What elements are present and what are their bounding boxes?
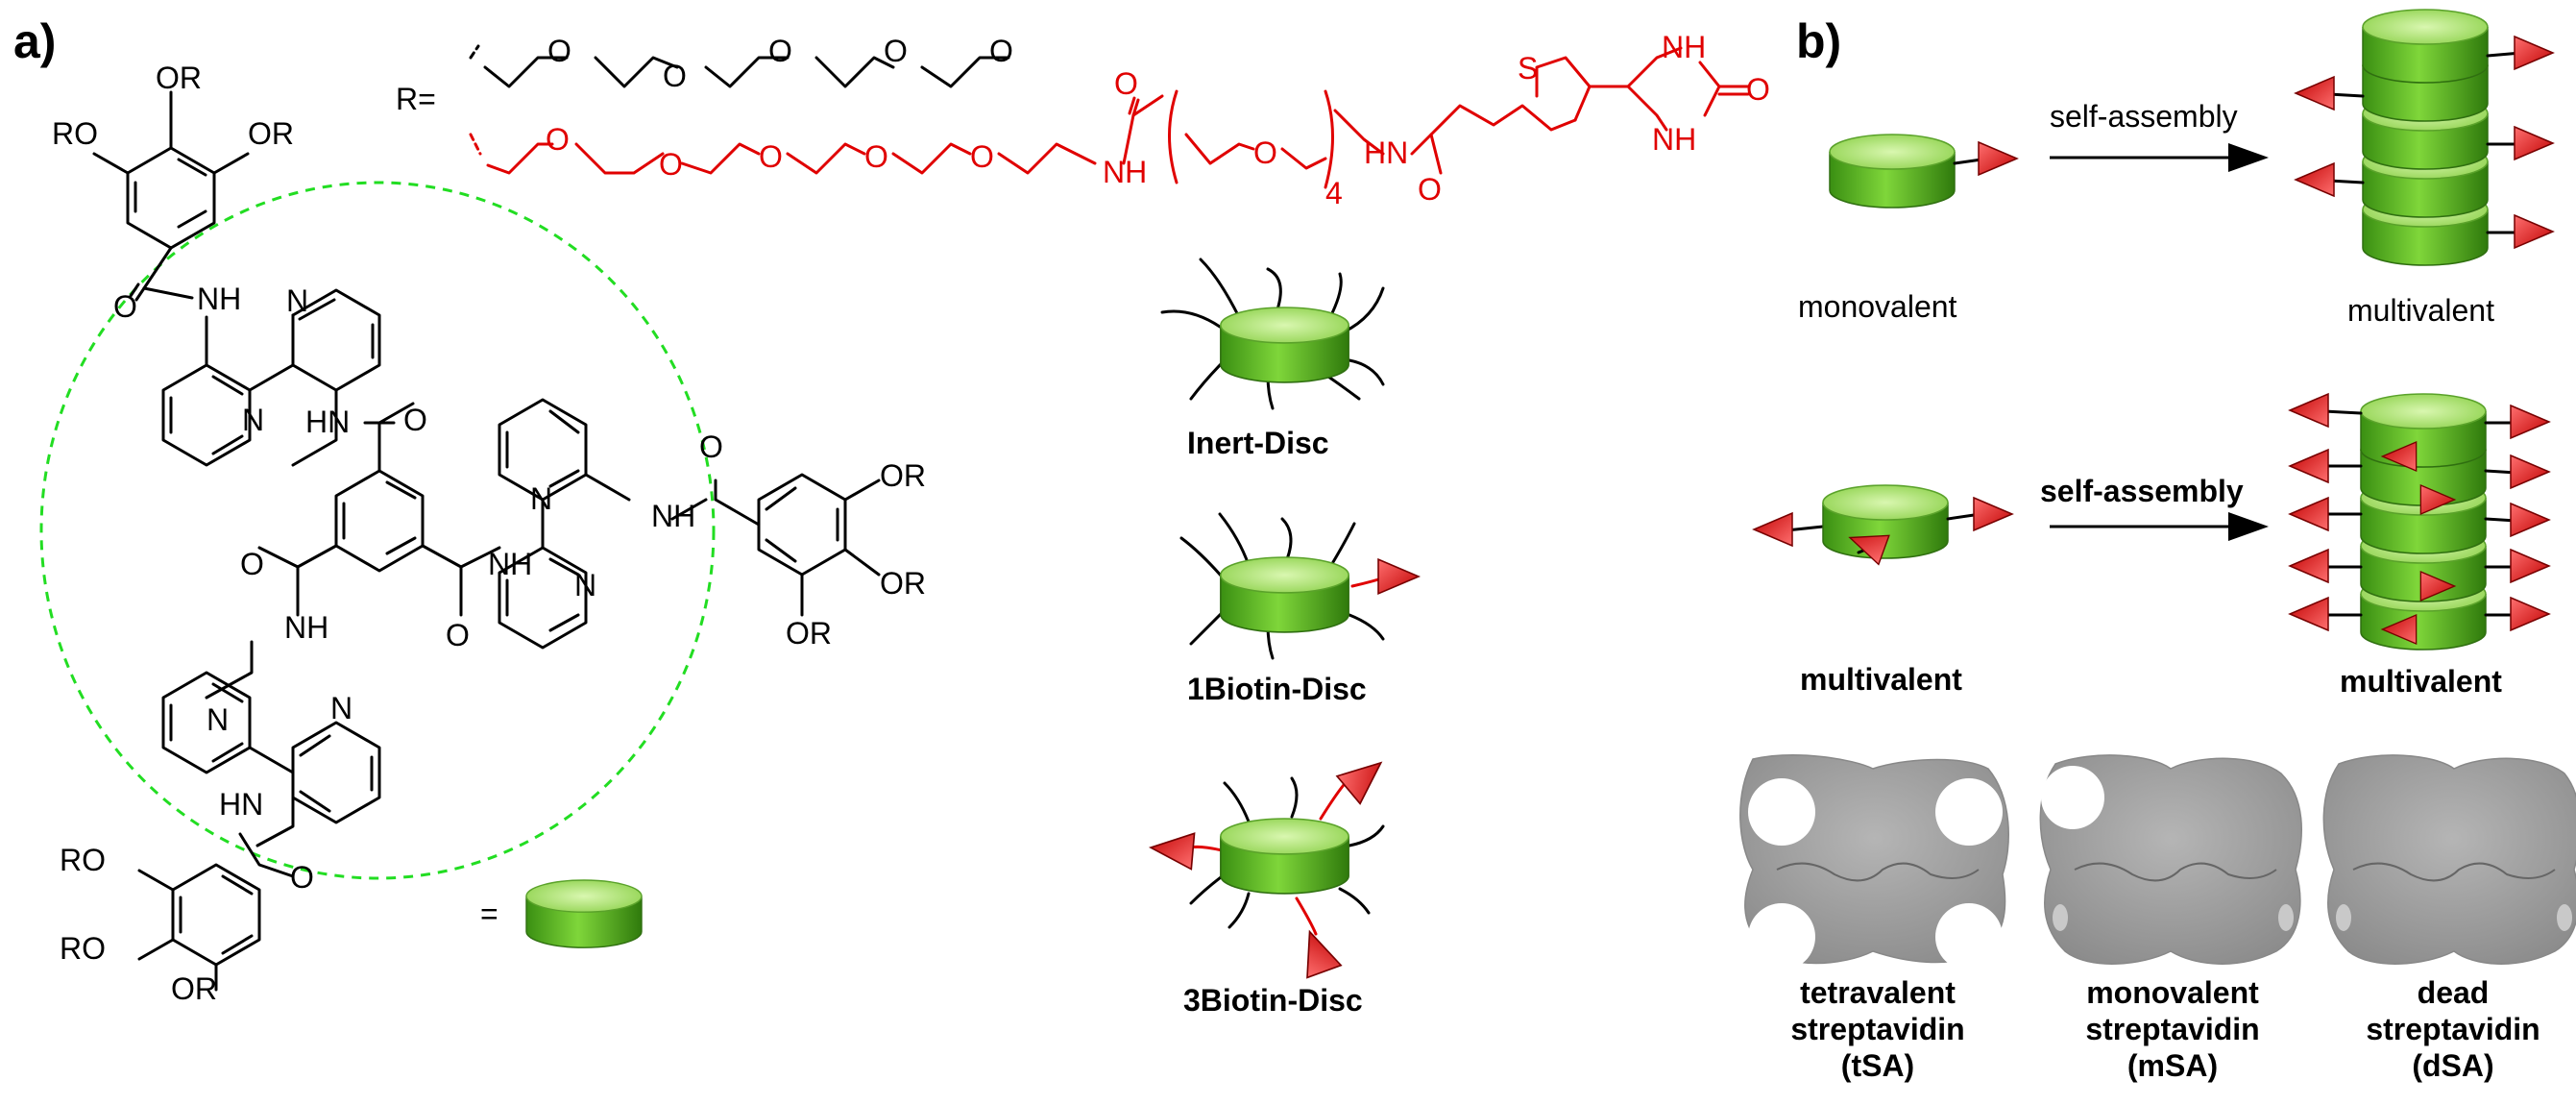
- msa-label: monovalent streptavidin (mSA): [2085, 975, 2259, 1083]
- hn-upper: HN: [305, 405, 350, 439]
- dsa-label-line-1: dead: [2418, 975, 2490, 1010]
- multivalent-label-1: multivalent: [2347, 293, 2494, 328]
- o-red-carbonyl-2: O: [1418, 172, 1442, 207]
- or-right-1: OR: [880, 458, 926, 493]
- o-red-5: O: [970, 139, 994, 174]
- three-biotin-disc-illustration: [1148, 748, 1394, 979]
- multivalent-label-3: multivalent: [2340, 664, 2502, 699]
- one-biotin-disc-illustration: [1179, 512, 1420, 660]
- central-benzene: [257, 402, 501, 617]
- nh-right-center: NH: [488, 547, 532, 581]
- equals-sign: =: [480, 896, 498, 931]
- monovalent-label: monovalent: [1798, 289, 1957, 324]
- multivalent-label-2: multivalent: [1800, 662, 1962, 697]
- one-biotin-disc-label: 1Biotin-Disc: [1187, 672, 1367, 706]
- msa-label-line-3: (mSA): [2127, 1048, 2218, 1083]
- r-peg-chain-black: [469, 44, 1010, 88]
- nh-biotin-bottom: NH: [1652, 122, 1696, 157]
- self-assembly-label-2: self-assembly: [2040, 474, 2244, 508]
- tetravalent-streptavidin-shape: [1739, 754, 2009, 970]
- dsa-label-line-3: (dSA): [2412, 1048, 2493, 1083]
- msa-label-line-2: streptavidin: [2085, 1012, 2259, 1046]
- ro-lower-2: RO: [60, 931, 106, 966]
- or-lower: OR: [171, 971, 217, 1006]
- nh-left-center: NH: [284, 610, 328, 645]
- core-highlight-circle: [39, 181, 716, 880]
- o-red-carbonyl-1: O: [1114, 66, 1138, 101]
- three-biotin-disc-label: 3Biotin-Disc: [1183, 983, 1363, 1018]
- nh-red: NH: [1103, 155, 1147, 189]
- r-biotin-chain-red: [469, 46, 1750, 189]
- n-right-bipy-1: N: [530, 481, 552, 516]
- or-right-3: OR: [786, 616, 832, 651]
- dsa-label-line-2: streptavidin: [2366, 1012, 2540, 1046]
- or-top: OR: [156, 61, 202, 95]
- o-red-4: O: [864, 139, 888, 174]
- o-red-peg: O: [1253, 135, 1277, 170]
- o-peg-2: O: [663, 59, 687, 93]
- lower-bipyridine: [161, 640, 381, 847]
- hn-red: HN: [1364, 135, 1408, 170]
- o-peg-1: O: [547, 34, 571, 68]
- panel-a-label: a): [13, 14, 56, 68]
- or-right-2: OR: [880, 566, 926, 601]
- disc-equivalent: [525, 879, 643, 948]
- top-gallate-group: [92, 90, 250, 302]
- dead-streptavidin-shape: [2322, 754, 2576, 965]
- s-biotin: S: [1518, 51, 1538, 86]
- tsa-label-line-1: tetravalent: [1800, 975, 1956, 1010]
- o-top-amide: O: [113, 289, 137, 324]
- hn-lower: HN: [219, 787, 263, 822]
- or-top-right: OR: [248, 116, 294, 151]
- o-red-2: O: [659, 147, 683, 182]
- o-right-amide: O: [699, 430, 723, 464]
- panel-b-label: b): [1796, 14, 1841, 68]
- inert-disc-illustration: [1160, 258, 1385, 410]
- msa-label-line-1: monovalent: [2086, 975, 2259, 1010]
- o-red-3: O: [759, 139, 783, 174]
- monovalent-disc: [1829, 134, 2018, 209]
- dsa-label: dead streptavidin (dSA): [2366, 975, 2540, 1083]
- multivalent-stack: [2289, 393, 2550, 651]
- multivalent-disc: [1753, 484, 2013, 566]
- right-bipyridine: [498, 398, 708, 650]
- n-upper-bipy-2: N: [242, 403, 264, 437]
- nh-right: NH: [651, 499, 695, 533]
- repeat-count: 4: [1325, 176, 1343, 210]
- n-lower-bipy-2: N: [330, 691, 352, 725]
- o-central-top: O: [403, 403, 427, 437]
- o-peg-4: O: [884, 34, 908, 68]
- o-peg-3: O: [768, 34, 792, 68]
- tsa-label: tetravalent streptavidin (tSA): [1790, 975, 1964, 1083]
- inert-disc-label: Inert-Disc: [1187, 426, 1329, 460]
- tsa-label-line-3: (tSA): [1841, 1048, 1914, 1083]
- nh-top: NH: [197, 282, 241, 316]
- upper-bipyridine: [161, 288, 381, 467]
- n-lower-bipy-1: N: [207, 702, 229, 737]
- nh-biotin-top: NH: [1662, 30, 1706, 64]
- o-biotin: O: [1746, 72, 1770, 107]
- right-gallate: [714, 473, 881, 617]
- o-central-right: O: [446, 618, 470, 652]
- self-assembly-label-1: self-assembly: [2050, 99, 2238, 134]
- o-lower-amide: O: [290, 860, 314, 895]
- o-central-left: O: [240, 547, 264, 581]
- o-red-1: O: [546, 122, 570, 157]
- tsa-label-line-2: streptavidin: [1790, 1012, 1964, 1046]
- lower-gallate: [137, 832, 295, 992]
- n-right-bipy-2: N: [574, 568, 596, 602]
- ro-top-left: RO: [52, 116, 98, 151]
- ro-lower-1: RO: [60, 843, 106, 877]
- o-peg-5: O: [989, 34, 1013, 68]
- monovalent-stack: [2295, 9, 2554, 266]
- r-equals-label: R=: [396, 82, 436, 116]
- monovalent-streptavidin-shape: [2039, 754, 2302, 965]
- n-upper-bipy-1: N: [286, 283, 308, 318]
